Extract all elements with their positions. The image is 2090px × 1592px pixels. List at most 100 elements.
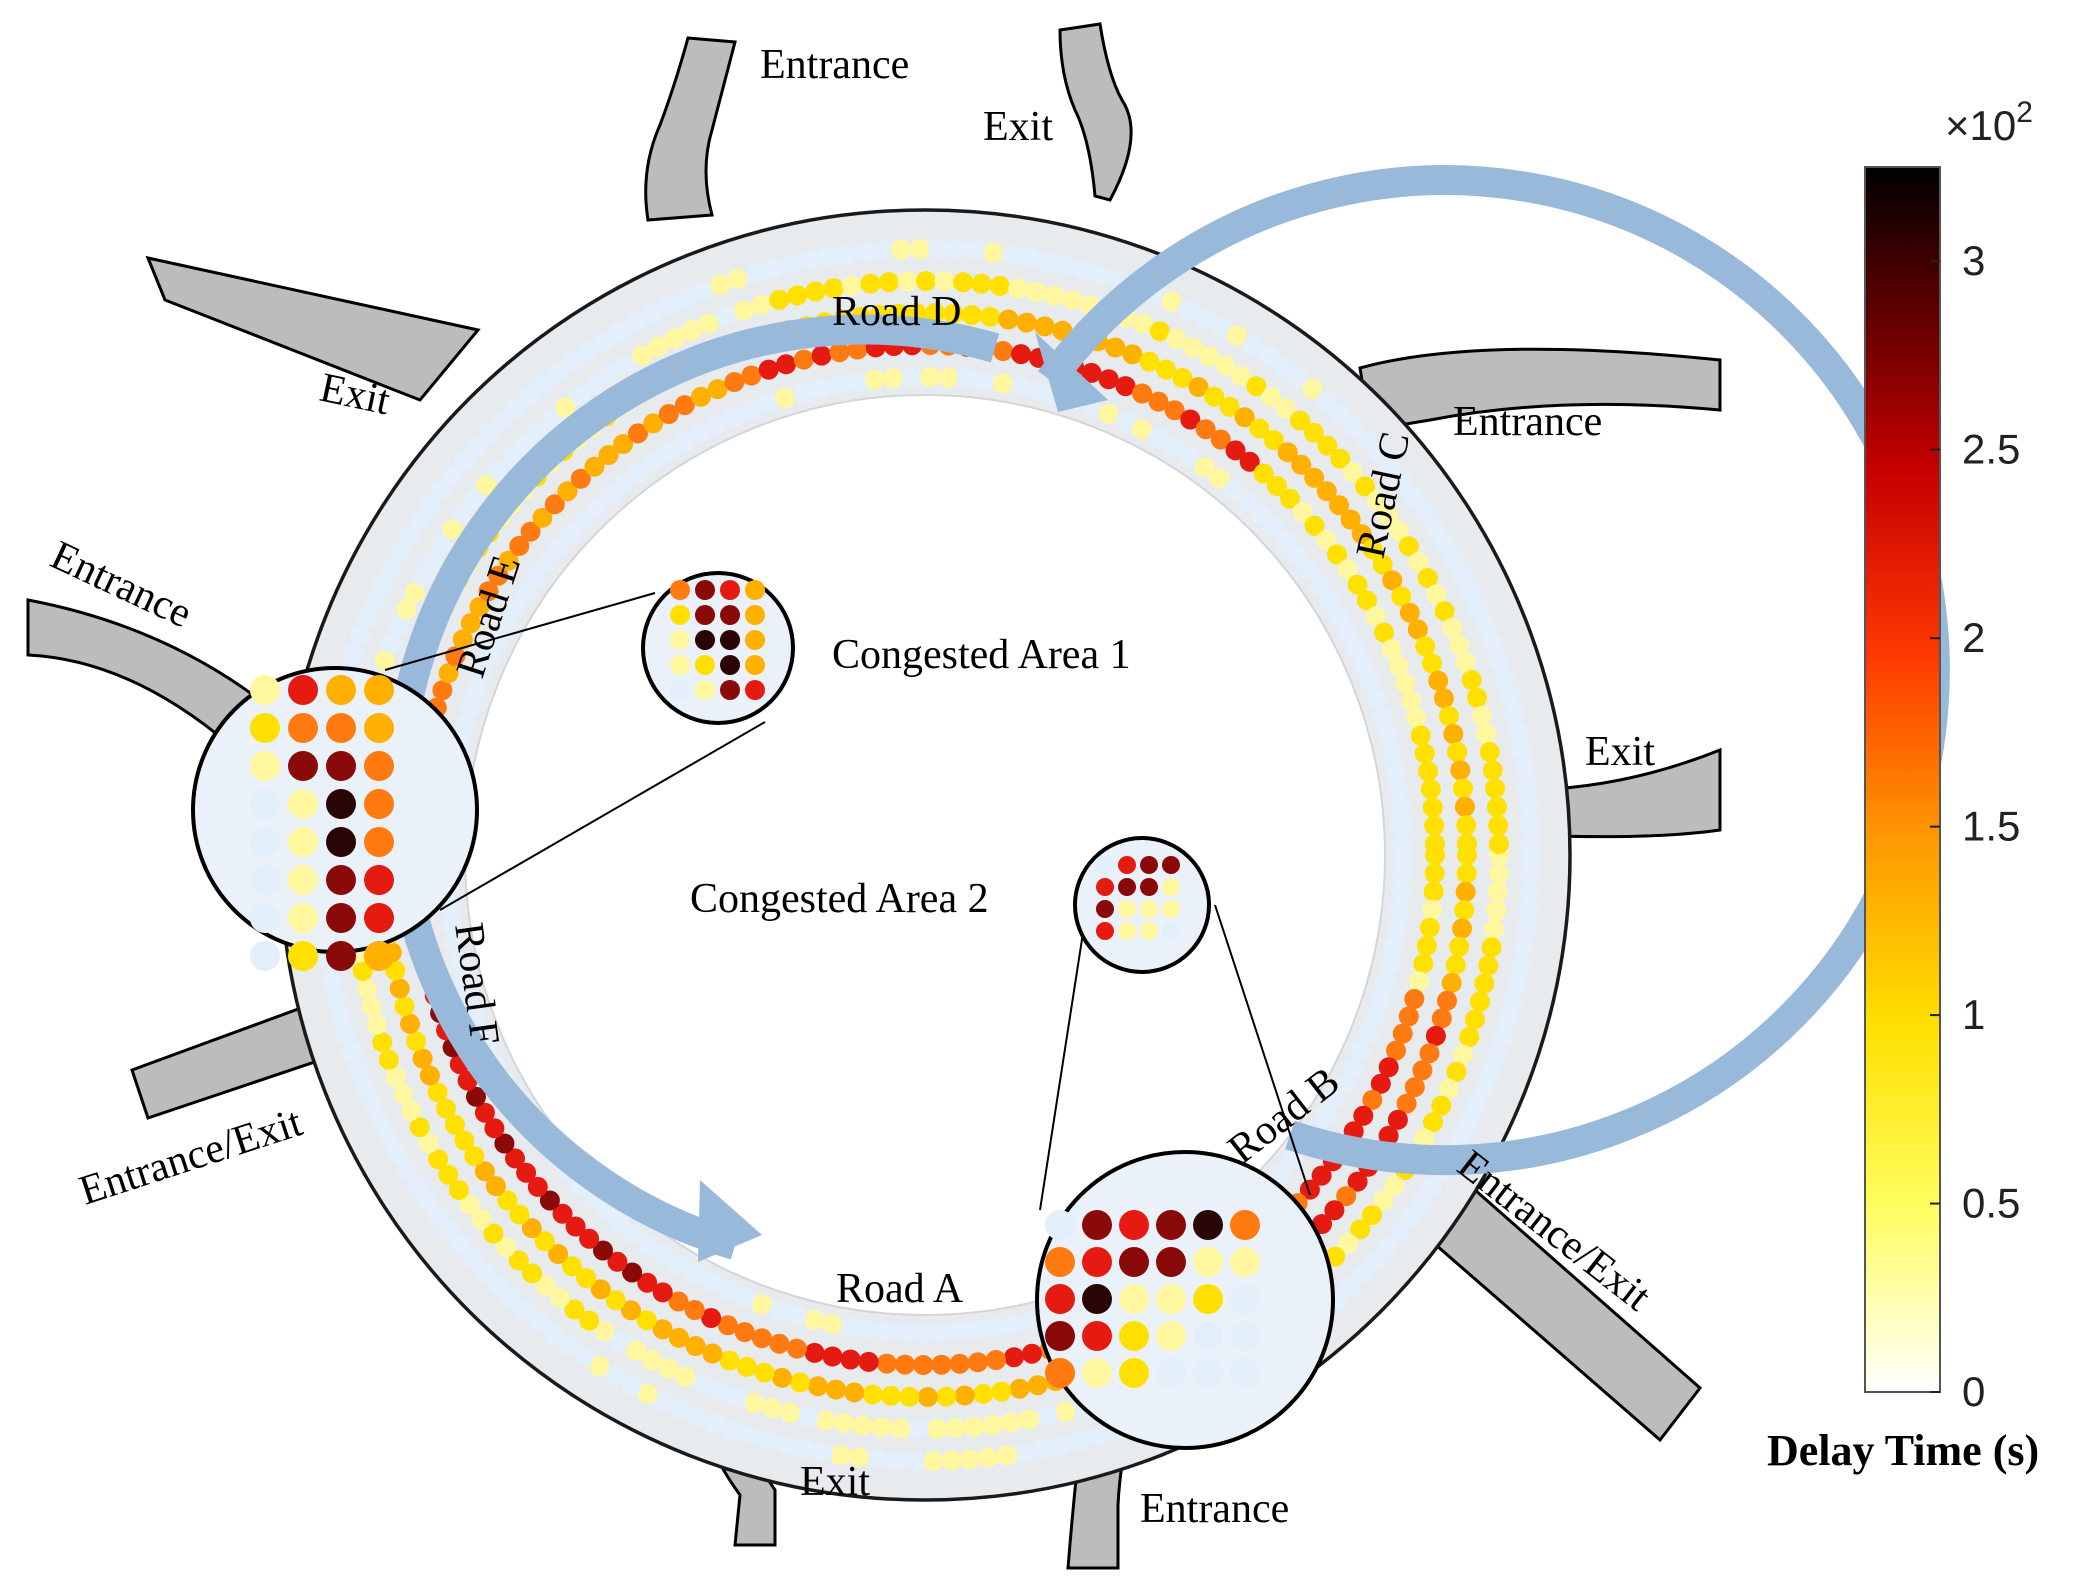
vehicle-dot — [1391, 881, 1412, 902]
vehicle-dot — [450, 1234, 471, 1255]
magnified-vehicle-dot — [1119, 1358, 1149, 1388]
vehicle-dot — [1365, 606, 1386, 627]
vehicle-dot — [1478, 955, 1499, 976]
vehicle-dot — [496, 613, 517, 634]
vehicle-dot — [1209, 468, 1230, 489]
vehicle-dot — [1004, 1314, 1025, 1335]
magnified-vehicle-dot — [695, 680, 715, 700]
vehicle-dot — [1482, 632, 1503, 653]
vehicle-dot — [495, 1237, 516, 1258]
flow-arc-top — [383, 314, 1000, 1260]
vehicle-dot — [1392, 471, 1413, 492]
vehicle-dot — [1069, 1431, 1090, 1451]
vehicle-dot — [479, 424, 500, 444]
vehicle-dot — [1437, 990, 1457, 1011]
vehicle-dot — [789, 1372, 810, 1393]
vehicle-dot — [466, 437, 487, 458]
vehicle-dot — [614, 473, 635, 494]
vehicle-dot — [600, 485, 621, 506]
vehicle-dot — [348, 1059, 369, 1080]
vehicle-dot — [798, 1407, 819, 1427]
magnified-vehicle-dot — [250, 941, 280, 971]
vehicle-dot — [1231, 365, 1251, 386]
vehicle-dot — [692, 1374, 713, 1394]
magnified-vehicle-dot — [250, 903, 280, 933]
vehicle-dot — [1488, 815, 1509, 836]
vehicle-dot — [637, 1272, 658, 1293]
vehicle-dot — [362, 1093, 383, 1114]
vehicle-dot — [535, 1275, 556, 1296]
vehicle-dot — [1407, 619, 1428, 640]
vehicle-dot — [920, 367, 940, 387]
vehicle-dot — [418, 1133, 439, 1154]
vehicle-dot — [1493, 1027, 1513, 1048]
vehicle-dot — [1503, 991, 1523, 1012]
vehicle-dot — [361, 996, 382, 1017]
vehicle-dot — [769, 1333, 790, 1354]
vehicle-dot — [1351, 1040, 1371, 1061]
magnified-vehicle-dot — [1156, 1321, 1186, 1351]
vehicle-dot — [1487, 797, 1507, 817]
vehicle-dot — [584, 456, 605, 477]
magnified-vehicle-dot — [1230, 1321, 1260, 1351]
vehicle-dot — [1422, 797, 1443, 818]
vehicle-dot — [1499, 685, 1520, 706]
vehicle-dot — [1391, 586, 1412, 607]
vehicle-dot — [1413, 953, 1434, 974]
magnified-vehicle-dot — [288, 789, 318, 819]
vehicle-dot — [1450, 1129, 1471, 1150]
magnified-vehicle-dot — [1082, 1210, 1112, 1240]
vehicle-dot — [462, 1248, 483, 1269]
vehicle-dot — [544, 494, 565, 515]
vehicle-dot — [953, 272, 973, 293]
magnified-vehicle-dot — [695, 655, 715, 675]
vehicle-dot — [436, 1098, 456, 1119]
vehicle-dot — [1370, 989, 1391, 1010]
magnified-vehicle-dot — [250, 865, 280, 895]
vehicle-dot — [1387, 1109, 1408, 1130]
vehicle-dot — [881, 1385, 901, 1406]
magnified-vehicle-dot — [326, 675, 356, 705]
vehicle-dot — [768, 1300, 789, 1321]
vehicle-dot — [1237, 492, 1258, 512]
vehicle-dot — [1452, 778, 1473, 799]
vehicle-dot — [1474, 973, 1495, 994]
vehicle-dot — [853, 1415, 873, 1436]
vehicle-dot — [406, 1175, 427, 1196]
magnified-vehicle-dot — [364, 789, 394, 819]
magnified-vehicle-dot — [745, 580, 765, 600]
vehicle-dot — [701, 1308, 722, 1328]
vehicle-dot — [1389, 1222, 1410, 1243]
vehicle-dot — [1519, 882, 1540, 902]
vehicle-dot — [560, 523, 581, 544]
vehicle-dot — [1401, 690, 1421, 711]
vehicle-dot — [1380, 954, 1401, 975]
vehicle-dot — [658, 295, 679, 316]
vehicle-dot — [473, 662, 494, 683]
vehicle-dot — [675, 1366, 696, 1387]
vehicle-dot — [762, 1398, 783, 1419]
vehicle-dot — [854, 242, 875, 262]
arrow-head-bottom — [698, 1180, 762, 1262]
vehicle-dot — [1484, 918, 1505, 939]
vehicle-dot — [515, 581, 536, 602]
magnified-vehicle-dot — [250, 751, 280, 781]
vehicle-dot — [1353, 655, 1374, 676]
vehicle-dot — [1304, 515, 1325, 536]
vehicle-dot — [804, 1342, 825, 1363]
vehicle-dot — [1183, 337, 1204, 358]
vehicle-dot — [828, 374, 849, 395]
vehicle-dot — [1263, 430, 1284, 451]
vehicle-dot — [1358, 1024, 1379, 1045]
vehicle-dot — [622, 1262, 643, 1283]
vehicle-dot — [1179, 446, 1200, 467]
vehicle-dot — [1372, 706, 1393, 727]
vehicle-dot — [1325, 1089, 1346, 1110]
vehicle-dot — [1461, 670, 1482, 690]
vehicle-dot — [1438, 706, 1459, 727]
magnified-vehicle-dot — [1119, 1210, 1149, 1240]
vehicle-dot — [826, 1379, 846, 1400]
vehicle-dot — [775, 387, 796, 408]
vehicle-dot — [1411, 1192, 1432, 1213]
vehicle-dot — [453, 968, 474, 989]
